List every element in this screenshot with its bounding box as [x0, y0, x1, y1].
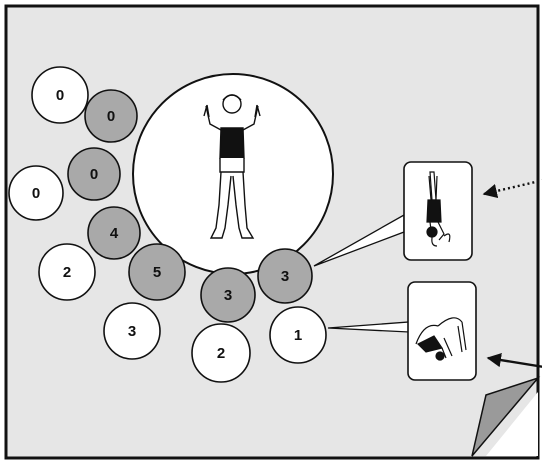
node-label: 0 — [32, 185, 40, 202]
node-label: 2 — [63, 264, 71, 281]
node-circle: 0 — [84, 89, 138, 143]
callout-backbend — [407, 281, 477, 381]
solid-arrow — [486, 352, 542, 368]
node-circle: 0 — [8, 165, 64, 221]
center-figure-node — [132, 73, 334, 275]
node-label: 0 — [56, 87, 64, 104]
node-circle: 5 — [128, 243, 186, 301]
node-circle: 2 — [38, 243, 96, 301]
node-circle: 0 — [31, 66, 89, 124]
node-label: 0 — [107, 108, 115, 125]
node-circle: 0 — [67, 147, 121, 201]
node-label: 5 — [153, 264, 161, 281]
node-circle: 2 — [191, 323, 251, 383]
node-label: 1 — [294, 327, 302, 344]
node-label: 4 — [110, 225, 119, 242]
node-circle: 4 — [87, 206, 141, 260]
page-curl-underside — [486, 392, 538, 456]
page-curl-corner — [471, 376, 541, 457]
node-circle: 1 — [269, 306, 327, 364]
node-label: 3 — [224, 287, 232, 304]
backbend-figure-icon — [415, 317, 467, 361]
node-circle: 3 — [257, 248, 313, 304]
node-label: 3 — [128, 323, 136, 340]
node-circle: 3 — [103, 302, 161, 360]
node-label: 0 — [90, 166, 98, 183]
callout-handstand — [403, 161, 473, 261]
node-label: 3 — [281, 268, 289, 285]
node-circle: 3 — [200, 267, 256, 323]
dotted-arrow — [482, 179, 542, 199]
standing-figure-arms-raised-icon — [203, 94, 261, 239]
node-label: 2 — [217, 345, 225, 362]
handstand-figure-icon — [426, 171, 451, 247]
